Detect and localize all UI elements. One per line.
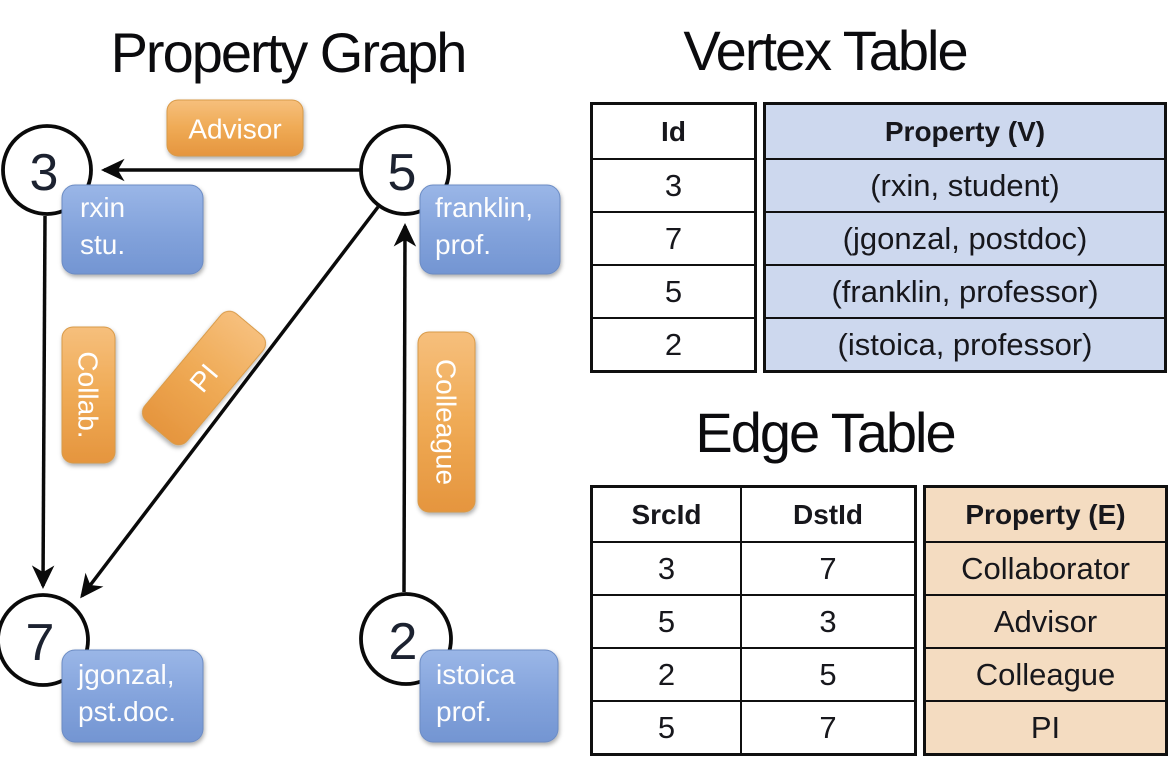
vertex-id-cell: 3: [593, 158, 754, 211]
edge-table: SrcId DstId 3 7 5 3 2 5 5 7 Property (E)…: [590, 485, 1168, 756]
vertex-table-title: Vertex Table: [683, 19, 968, 82]
edge-line-5-to-7: [80, 205, 380, 599]
node-label-jgonzal-line1: jgonzal,: [77, 659, 175, 690]
edge-property-header: Property (E): [965, 498, 1126, 530]
node-id-2: 2: [389, 613, 418, 671]
edge-table-title: Edge Table: [695, 401, 956, 464]
edge-dstid-cell: 7: [740, 541, 914, 594]
edge-srcid-cell: 3: [593, 541, 740, 594]
vertex-property-cell: (istoica, professor): [766, 317, 1164, 370]
edge-dstid-cell: 5: [740, 647, 914, 700]
edge-property-cell: Collaborator: [926, 541, 1165, 594]
vertex-property-cell: (jgonzal, postdoc): [766, 211, 1164, 264]
node-label-jgonzal-box: [61, 649, 204, 743]
edge-label-pi-box: [141, 310, 267, 446]
edge-label-colleague-box: [417, 331, 476, 513]
edge-dstid-cell: 7: [740, 700, 914, 753]
node-id-3: 3: [30, 144, 59, 202]
vertex-table: Id 3 7 5 2 Property (V) (rxin, student) …: [590, 102, 1167, 373]
node-label-rxin-line1: rxin: [80, 192, 125, 223]
vertex-property-header: Property (V): [884, 115, 1046, 147]
edge-srcid-cell: 5: [593, 594, 740, 647]
edge-label-advisor-box: [166, 99, 304, 157]
node-id-7: 7: [26, 614, 55, 672]
vertex-id-cell: 2: [593, 317, 754, 370]
edge-property-cell: Advisor: [926, 594, 1165, 647]
edge-table-property-column: Property (E) Collaborator Advisor Collea…: [923, 485, 1168, 756]
edge-srcid-header: SrcId: [631, 498, 702, 530]
edge-label-advisor: Advisor: [188, 114, 281, 145]
node-label-istoica-box: [419, 649, 559, 743]
node-label-franklin-line1: franklin,: [435, 192, 533, 223]
node-label-franklin-box: [419, 184, 561, 275]
edge-label-colleague: Colleague: [431, 359, 462, 485]
vertex-id-cell: 5: [593, 264, 754, 317]
node-label-jgonzal-line2: pst.doc.: [78, 696, 176, 727]
vertex-property-cell: (franklin, professor): [766, 264, 1164, 317]
node-label-istoica-line1: istoica: [436, 659, 516, 690]
edge-dstid-header: DstId: [740, 488, 914, 541]
edge-dstid-cell: 3: [740, 594, 914, 647]
vertex-id-cell: 7: [593, 211, 754, 264]
edge-table-src-dst-columns: SrcId DstId 3 7 5 3 2 5 5 7: [590, 485, 917, 756]
property-graph-diagram: 3 5 7 2 Advisor Collab. PI Colleague rxi…: [0, 99, 561, 743]
vertex-table-id-column: Id 3 7 5 2: [590, 102, 757, 373]
edge-label-collab-box: [61, 326, 116, 464]
vertex-table-property-column: Property (V) (rxin, student) (jgonzal, p…: [763, 102, 1167, 373]
edge-property-cell: PI: [926, 700, 1165, 753]
edge-srcid-cell: 5: [593, 700, 740, 753]
node-label-istoica-line2: prof.: [436, 696, 492, 727]
edge-property-cell: Colleague: [926, 647, 1165, 700]
edge-line-2-to-5: [393, 222, 417, 593]
node-label-franklin-line2: prof.: [435, 229, 491, 260]
node-id-5: 5: [388, 144, 417, 202]
node-label-rxin-line2: stu.: [80, 229, 125, 260]
edge-srcid-cell: 2: [593, 647, 740, 700]
node-label-rxin-box: [61, 184, 204, 275]
vertex-id-header: Id: [661, 115, 686, 147]
edge-line-3-to-7: [31, 215, 55, 590]
edge-label-collab: Collab.: [73, 351, 104, 438]
vertex-property-cell: (rxin, student): [766, 158, 1164, 211]
property-graph-title: Property Graph: [110, 21, 468, 84]
